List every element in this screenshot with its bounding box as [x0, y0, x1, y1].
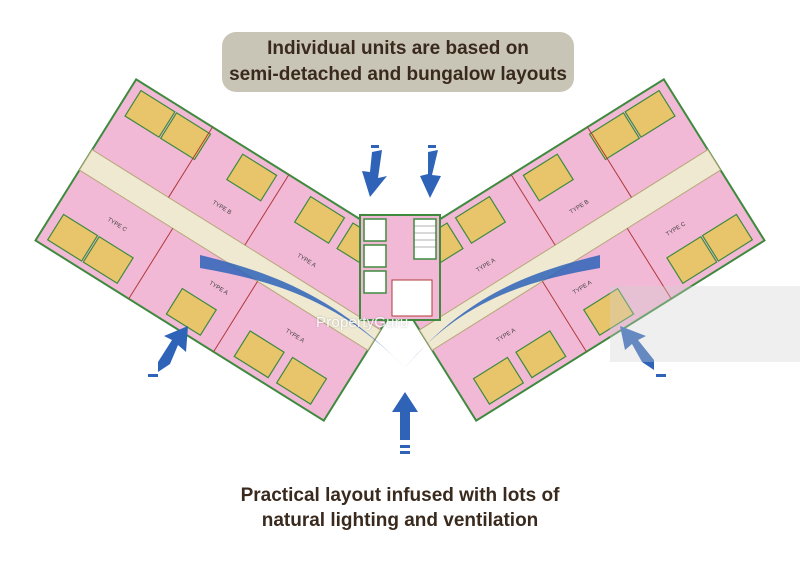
left-airflow-swoosh — [200, 255, 405, 368]
central-core — [359, 214, 441, 321]
watermark-text: PropertyGuru — [316, 314, 409, 331]
airflow-arrow-icon — [148, 145, 666, 454]
right-airflow-swoosh — [405, 255, 600, 368]
propertyguru-logo-icon: PropertyGuru — [316, 314, 408, 331]
bottom-caption: Practical layout infused with lots of na… — [180, 483, 620, 533]
headline-line-1: Individual units are based on — [267, 38, 529, 59]
left-wing: TYPE B TYPE A TYPE C TYPE A TYPE A — [34, 77, 426, 423]
watermark-band — [610, 286, 800, 362]
right-wing-corridor — [418, 149, 722, 351]
caption-line-1: Practical layout infused with lots of — [240, 485, 560, 506]
left-wing-corridor — [78, 149, 382, 351]
right-wing: TYPE B TYPE A TYPE C TYPE A TYPE A — [374, 77, 766, 423]
caption-line-2: natural lighting and ventilation — [261, 510, 539, 531]
headline-line-2: semi-detached and bungalow layouts — [229, 64, 567, 85]
headline-banner: Individual units are based on semi-detac… — [222, 32, 574, 92]
